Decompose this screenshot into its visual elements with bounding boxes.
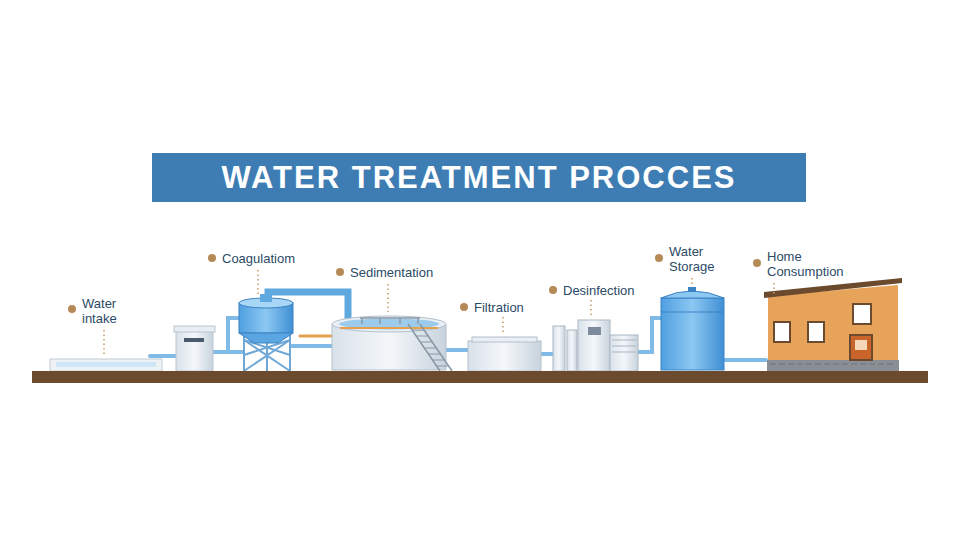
storage-tank-part xyxy=(661,291,724,298)
disinfection-unit xyxy=(553,320,638,371)
leader-lines-part xyxy=(590,300,592,318)
house-part xyxy=(853,304,871,324)
bullet-dots xyxy=(68,254,761,313)
sedimentation-tank-part xyxy=(360,318,420,324)
title-banner: WATER TREATMENT PROCCES xyxy=(152,153,806,202)
storage-tank-part xyxy=(661,298,724,370)
sedimentation-tank-part xyxy=(412,330,448,366)
pipes-part xyxy=(635,318,662,352)
bullet-dots-part xyxy=(208,254,216,262)
stage-label: Filtration xyxy=(474,300,524,315)
sedimentation-tank xyxy=(332,316,452,371)
coagulation-tank xyxy=(239,294,293,371)
stage-label: Coagulatiom xyxy=(222,251,295,266)
storage-tank xyxy=(661,287,724,370)
bullet-dots-part xyxy=(336,268,344,276)
disinfection-unit-part xyxy=(578,320,610,371)
pipes-part xyxy=(724,358,766,362)
filtration-basin xyxy=(468,337,541,371)
leader-lines-part xyxy=(773,283,775,296)
disinfection-unit-part xyxy=(610,335,638,371)
sedimentation-tank-part xyxy=(332,316,446,332)
house-part xyxy=(770,364,896,365)
stage-label: Water Storage xyxy=(669,244,739,274)
water-intake-part xyxy=(50,359,162,371)
sedimentation-tank-part xyxy=(339,319,439,330)
sedimentation-tank-part xyxy=(408,324,452,371)
stage-label: Home Consumption xyxy=(767,249,867,279)
ground xyxy=(32,371,928,383)
pipes-part xyxy=(300,335,332,338)
disinfection-unit-part xyxy=(553,326,565,371)
filtration-basin-part xyxy=(472,337,537,342)
bullet-dots-part xyxy=(753,259,761,267)
pump-house-part xyxy=(176,330,213,371)
pipes-part xyxy=(292,344,332,348)
stage-label: Desinfection xyxy=(563,283,635,298)
disinfection-unit-part xyxy=(588,327,601,335)
pump-house xyxy=(174,326,215,371)
pump-house-part xyxy=(184,338,204,342)
house-part xyxy=(774,322,790,342)
stage-label: Sedimentation xyxy=(350,265,433,280)
disinfection-unit-part xyxy=(567,330,577,371)
filtration-basin-part xyxy=(468,341,541,371)
house-part xyxy=(808,322,824,342)
bullet-dots-part xyxy=(68,305,76,313)
leader-lines-part xyxy=(387,284,389,312)
disinfection-unit-part xyxy=(612,340,636,352)
leader-lines-part xyxy=(502,317,504,334)
storage-tank-part xyxy=(661,312,724,313)
pump-house-part xyxy=(174,326,215,332)
house-part xyxy=(764,278,902,298)
house-part xyxy=(850,335,872,360)
water-intake xyxy=(50,359,162,371)
bullet-dots-part xyxy=(460,303,468,311)
house-part xyxy=(767,360,899,371)
leader-lines xyxy=(104,270,774,356)
stage-label: Water intake xyxy=(82,296,134,326)
leader-lines-part xyxy=(691,278,693,287)
coagulation-tank-part xyxy=(239,333,293,343)
coagulation-tank-part xyxy=(260,294,272,302)
coagulation-tank-part-part xyxy=(244,340,290,371)
water-intake-part xyxy=(56,362,156,367)
title: WATER TREATMENT PROCCES xyxy=(221,160,736,196)
storage-tank-part xyxy=(688,287,696,292)
leader-lines-part xyxy=(257,270,259,296)
house xyxy=(764,278,902,371)
house-part xyxy=(855,340,867,350)
bullet-dots-part xyxy=(655,254,663,262)
bullet-dots-part xyxy=(549,286,557,294)
leader-lines-part xyxy=(103,330,105,356)
house-part xyxy=(768,285,898,360)
pipes-part xyxy=(446,348,470,352)
